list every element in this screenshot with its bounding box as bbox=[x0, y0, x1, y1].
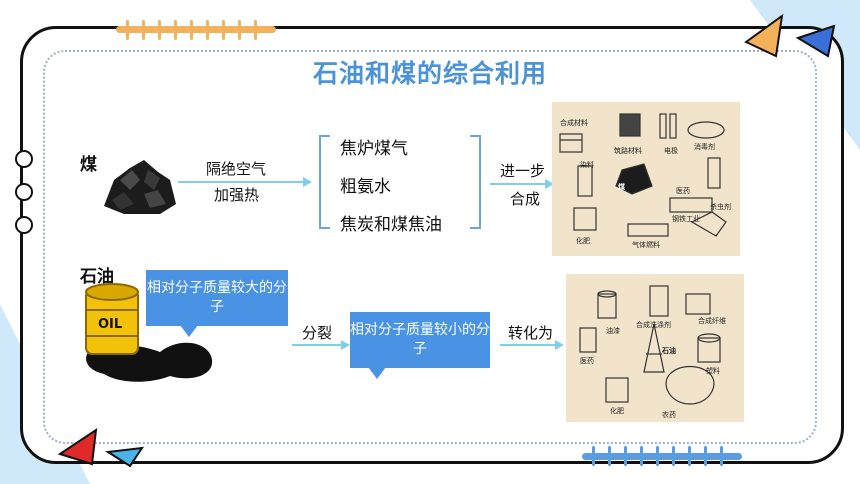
oil-products-illustration: 油漆 合成洗涤剂 合成纤维 石油 医药 塑料 化肥 农药 bbox=[566, 274, 744, 422]
panel-label: 气体燃料 bbox=[632, 241, 660, 249]
coal-product-item: 焦炉煤气 bbox=[340, 139, 408, 159]
coal-next-line1: 进一步 bbox=[500, 162, 546, 180]
ring-icon bbox=[15, 150, 33, 168]
crack-arrow bbox=[292, 344, 342, 346]
crack-label: 分裂 bbox=[302, 324, 333, 342]
big-molecule-callout: 相对分子质量较大的分子 bbox=[146, 270, 288, 326]
panel-label: 化肥 bbox=[610, 407, 624, 415]
coal-label: 煤 bbox=[80, 155, 97, 175]
panel-label: 煤 bbox=[618, 183, 625, 191]
coal-process-line2: 加强热 bbox=[214, 186, 260, 204]
coal-next-line2: 合成 bbox=[510, 190, 541, 208]
callout-tail bbox=[180, 325, 198, 337]
coal-arrow-head bbox=[303, 177, 312, 187]
coal-products-bracket bbox=[319, 135, 481, 229]
panel-label: 消毒剂 bbox=[694, 143, 715, 151]
panel-label: 合成洗涤剂 bbox=[636, 321, 671, 329]
panel-label: 塑料 bbox=[706, 367, 720, 375]
callout-tail bbox=[368, 367, 386, 379]
panel-label: 油漆 bbox=[606, 327, 620, 335]
triangle-decoration-bottom bbox=[57, 428, 145, 468]
panel-label: 筑路材料 bbox=[614, 147, 642, 155]
ring-icon bbox=[15, 183, 33, 201]
panel-label: 合成纤维 bbox=[698, 317, 726, 325]
small-molecule-callout: 相对分子质量较小的分子 bbox=[350, 312, 490, 368]
coal-next-arrow bbox=[490, 183, 546, 185]
oil-barrel-image: OIL bbox=[85, 283, 213, 382]
panel-label: 电极 bbox=[664, 147, 678, 155]
oil-label: 石油 bbox=[80, 267, 114, 287]
convert-arrow-head bbox=[555, 340, 564, 350]
coal-product-item: 焦炭和煤焦油 bbox=[340, 215, 442, 235]
panel-label: 合成材料 bbox=[560, 119, 588, 127]
panel-label: 石油 bbox=[662, 347, 676, 355]
panel-label: 医药 bbox=[580, 357, 594, 365]
convert-arrow bbox=[500, 344, 556, 346]
panel-label: 医药 bbox=[676, 187, 690, 195]
triangle-decoration-top bbox=[744, 13, 836, 58]
panel-label: 农药 bbox=[662, 411, 676, 419]
panel-label: 染料 bbox=[580, 161, 594, 169]
crack-arrow-head bbox=[341, 340, 350, 350]
page-title: 石油和煤的综合利用 bbox=[312, 59, 547, 88]
convert-label: 转化为 bbox=[508, 324, 554, 342]
ring-icon bbox=[15, 216, 33, 234]
panel-label: 杀虫剂 bbox=[710, 203, 731, 211]
coal-arrow bbox=[178, 181, 304, 183]
panel-label: 钢铁工业 bbox=[672, 215, 700, 223]
coal-product-item: 粗氨水 bbox=[340, 177, 391, 197]
coal-products-illustration: 合成材料 筑路材料 电极 消毒剂 染料 煤 医药 杀虫剂 钢铁工业 化肥 气体燃… bbox=[552, 102, 740, 256]
barrel-text: OIL bbox=[98, 317, 122, 332]
coal-image bbox=[104, 160, 176, 214]
dotted-inner-border bbox=[43, 50, 817, 444]
panel-label: 化肥 bbox=[576, 237, 590, 245]
coal-next-arrow-head bbox=[545, 179, 554, 189]
coal-process-line1: 隔绝空气 bbox=[206, 160, 267, 178]
